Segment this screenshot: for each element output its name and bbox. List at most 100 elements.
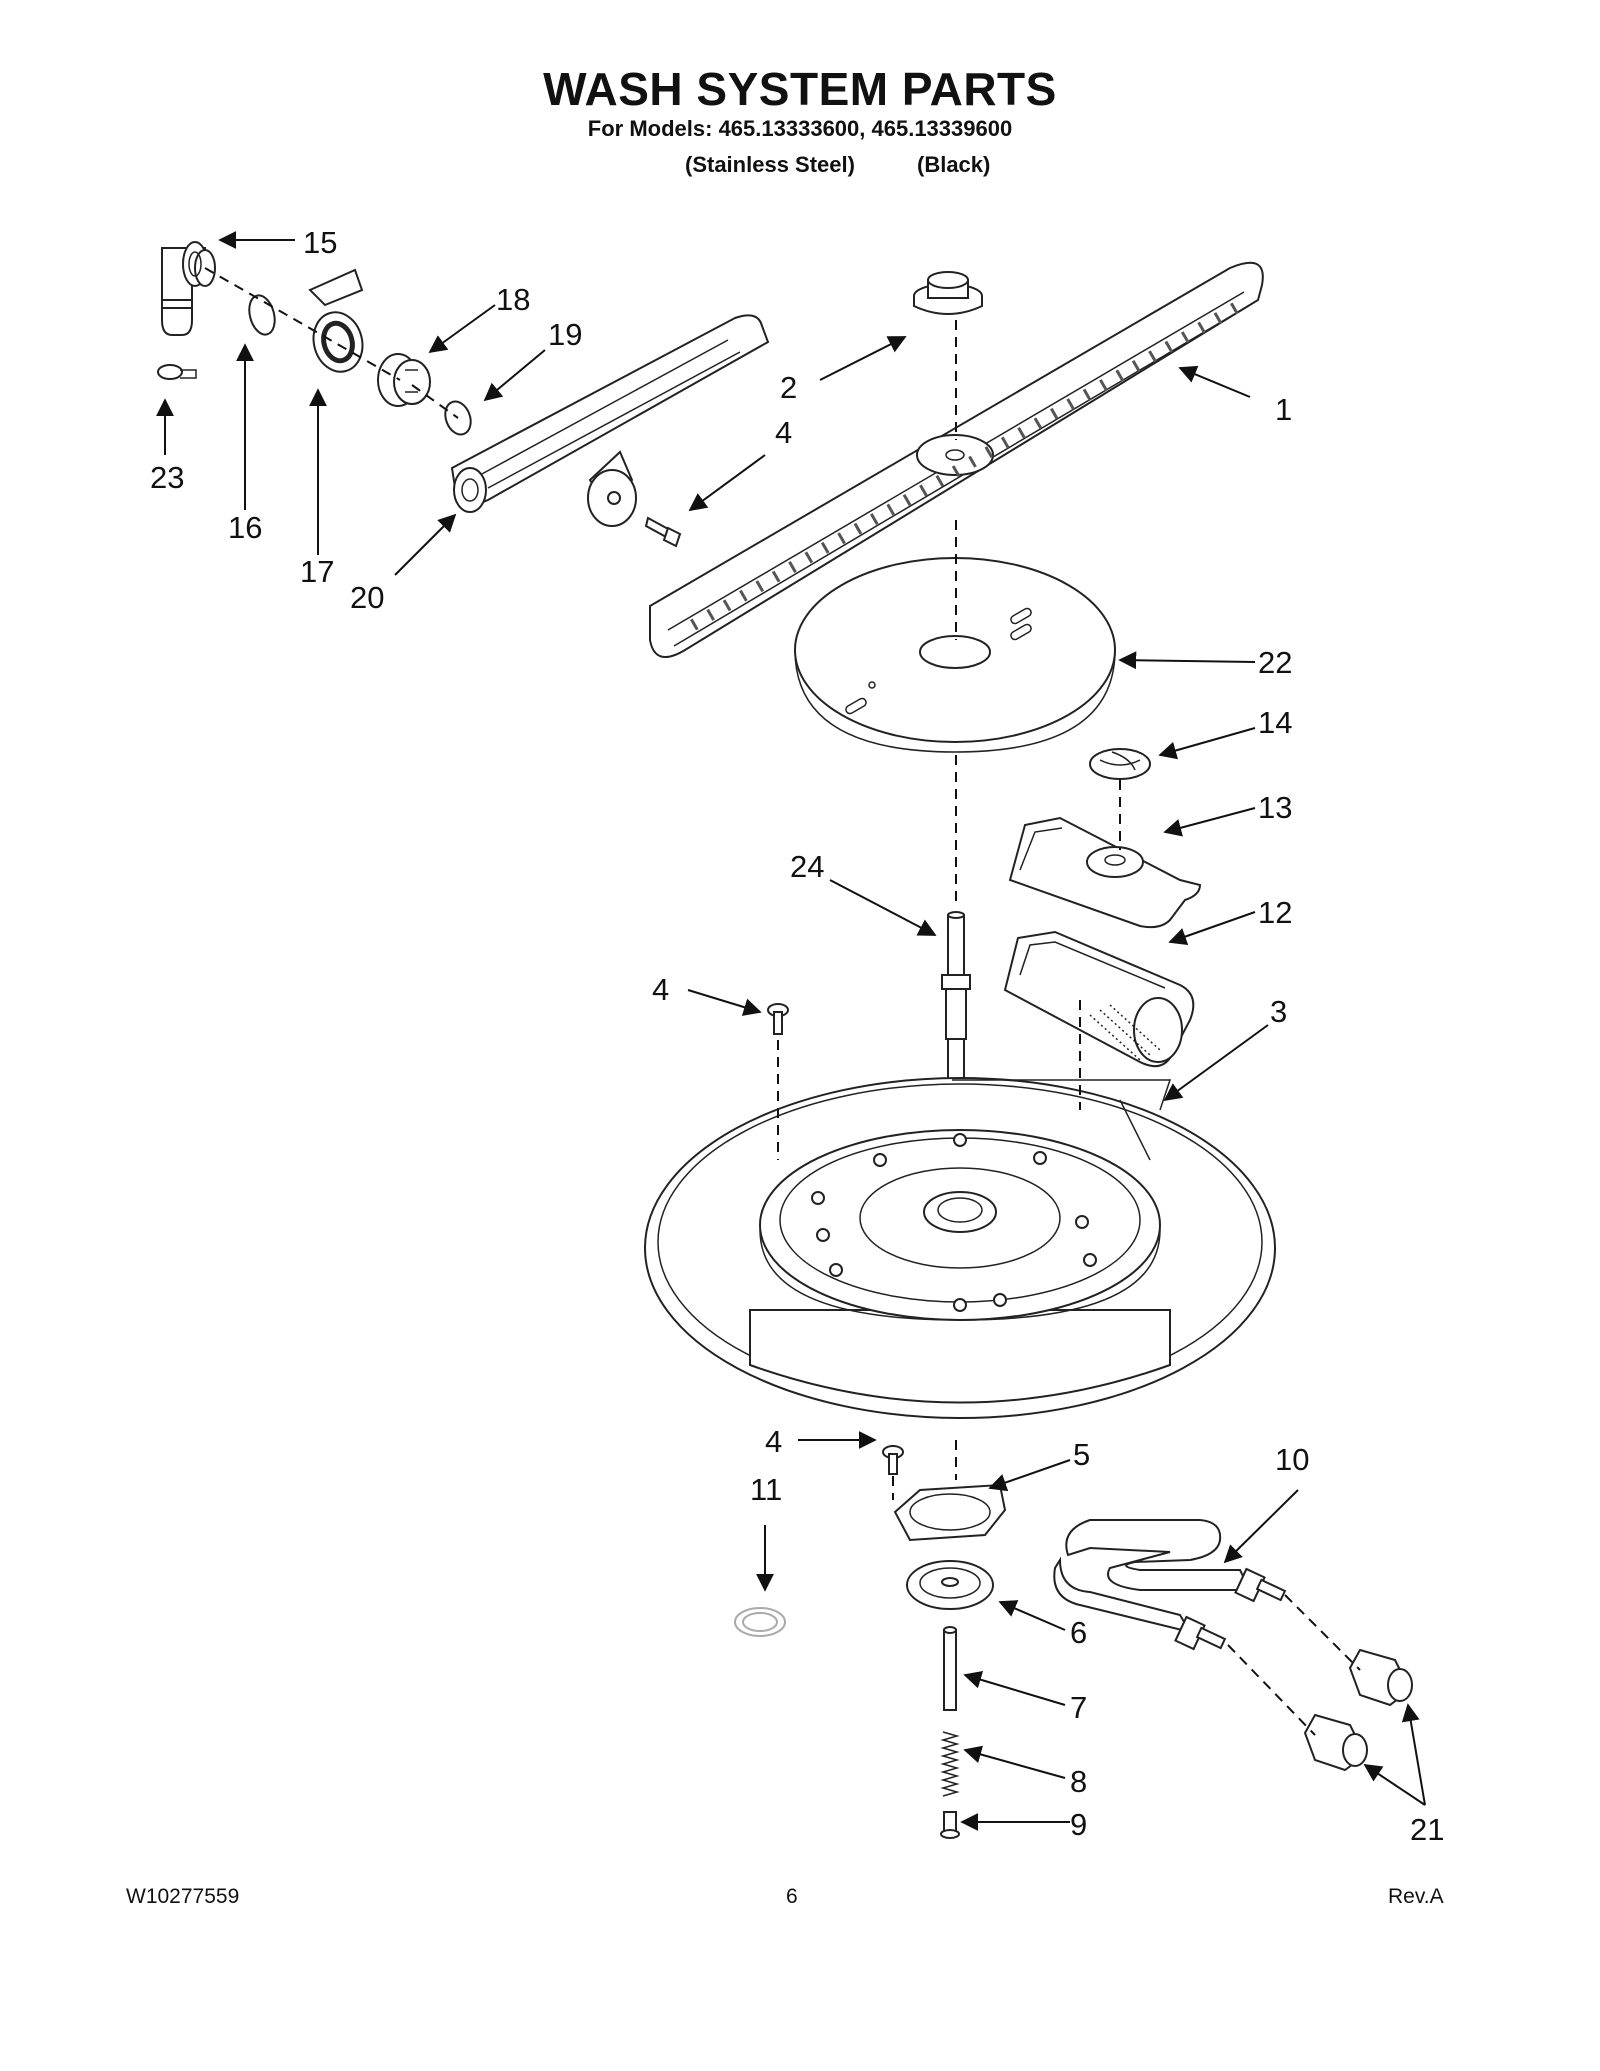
nozzle-slot	[1164, 340, 1174, 353]
callout-22: 22	[1258, 645, 1292, 680]
part-2-hub-nut	[913, 271, 983, 315]
nozzle-slot	[1213, 312, 1223, 324]
models-subtitle: For Models: 465.13333600, 465.13339600	[587, 116, 1013, 141]
part-23-clamp	[157, 364, 197, 380]
callout-1: 1	[1275, 392, 1292, 427]
bolt-hole	[811, 1191, 825, 1205]
part-1-lower-spray-arm	[649, 261, 1264, 659]
bolt-hole	[953, 1133, 967, 1147]
part-14-cap	[1089, 748, 1151, 780]
part-10-heating-element	[1053, 1519, 1287, 1651]
page-title: WASH SYSTEM PARTS	[543, 63, 1057, 115]
nozzle-slot	[1033, 417, 1043, 430]
callout-21: 21	[1410, 1812, 1444, 1847]
part-8-spring	[940, 1731, 960, 1797]
nozzle-slot	[804, 551, 814, 564]
part-3-sump-base	[644, 1077, 1276, 1419]
bolt-hole	[1083, 1253, 1097, 1267]
doc-number: W10277559	[126, 1885, 240, 1908]
nozzle-slot	[837, 532, 846, 545]
leader-arrows	[156, 231, 1426, 1831]
nozzle-slot	[722, 599, 732, 612]
nozzle-slot	[739, 589, 748, 602]
nozzle-slot	[820, 541, 830, 554]
part-13-filter-cover	[1008, 816, 1202, 929]
nozzle-slot	[853, 522, 863, 535]
callout-14: 14	[1258, 705, 1292, 740]
nozzle-slot	[1230, 302, 1239, 315]
nozzle-slot	[935, 474, 945, 487]
part-5-gasket-plate	[893, 1483, 1007, 1542]
callout-4-middle: 4	[652, 972, 669, 1007]
bolt-hole	[816, 1228, 830, 1242]
part-9-screw	[940, 1811, 960, 1839]
nozzle-slot	[788, 561, 797, 573]
part-17-bracket	[308, 268, 364, 373]
nozzle-slot	[1131, 359, 1141, 372]
page-number: 6	[786, 1885, 798, 1908]
part-15-elbow-inlet	[161, 241, 216, 336]
callout-23: 23	[150, 460, 184, 495]
callout-7: 7	[1070, 1690, 1087, 1725]
nozzle-slot	[1017, 426, 1026, 439]
callout-5: 5	[1073, 1437, 1090, 1472]
part-11-gasket-ring	[734, 1607, 786, 1637]
part-21-nuts	[1303, 1648, 1413, 1772]
nozzle-slot	[1115, 369, 1125, 382]
nozzle-slot	[951, 465, 961, 478]
variant-stainless: (Stainless Steel)	[685, 152, 855, 177]
callout-labels: 15 23 16 17 20 18 19 4 2 1 22 14 13 24 1…	[150, 225, 1444, 1847]
part-6-diaphragm	[906, 1560, 994, 1610]
nozzle-slot	[755, 580, 765, 593]
part-4-screw-lower	[882, 1445, 904, 1475]
part-4-screw-middle	[767, 1003, 789, 1035]
part-18-connector	[377, 353, 431, 407]
nozzle-slot	[1197, 321, 1206, 334]
nozzle-slot	[1082, 388, 1092, 401]
part-16-o-ring	[248, 294, 276, 336]
callout-8: 8	[1070, 1764, 1087, 1799]
bolt-hole	[1033, 1151, 1047, 1165]
part-7-pin	[943, 1626, 957, 1711]
callout-11: 11	[750, 1472, 782, 1507]
bolt-hole	[953, 1298, 967, 1312]
bolt-hole	[873, 1153, 887, 1167]
callout-3: 3	[1270, 994, 1287, 1029]
revision-label: Rev.A	[1388, 1885, 1444, 1908]
callout-4-lower: 4	[765, 1424, 782, 1459]
nozzle-slot	[771, 570, 781, 583]
callout-17: 17	[300, 554, 334, 589]
part-4-screw-upper	[644, 516, 682, 548]
callout-6: 6	[1070, 1615, 1087, 1650]
callout-16: 16	[228, 510, 262, 545]
nozzle-slot	[984, 446, 994, 459]
callout-18: 18	[496, 282, 530, 317]
part-12-filter	[1003, 930, 1195, 1068]
nozzle-slot	[1148, 350, 1157, 363]
callout-4-upper: 4	[775, 415, 792, 450]
variant-black: (Black)	[917, 152, 991, 177]
nozzle-slot	[902, 494, 912, 506]
nozzle-slot	[690, 618, 699, 631]
callout-15: 15	[303, 225, 337, 260]
callout-10: 10	[1275, 1442, 1309, 1477]
part-20-spray-arm-manifold	[450, 314, 770, 527]
part-22-disc	[794, 557, 1116, 753]
nozzle-slot	[1066, 398, 1075, 411]
assembly-lines	[204, 267, 1361, 1736]
callout-19: 19	[548, 317, 582, 352]
nozzle-slot	[1000, 436, 1010, 449]
nozzle-slot	[1099, 379, 1108, 391]
callout-13: 13	[1258, 790, 1292, 825]
bolt-hole	[1075, 1215, 1089, 1229]
nozzle-slot	[1050, 407, 1059, 420]
callout-2: 2	[780, 370, 797, 405]
nozzle-slot	[968, 455, 977, 468]
callout-9: 9	[1070, 1807, 1087, 1842]
callout-20: 20	[350, 580, 384, 615]
bolt-hole	[993, 1293, 1007, 1307]
nozzle-slot	[870, 513, 879, 526]
callout-12: 12	[1258, 895, 1292, 930]
nozzle-slot	[919, 484, 928, 497]
